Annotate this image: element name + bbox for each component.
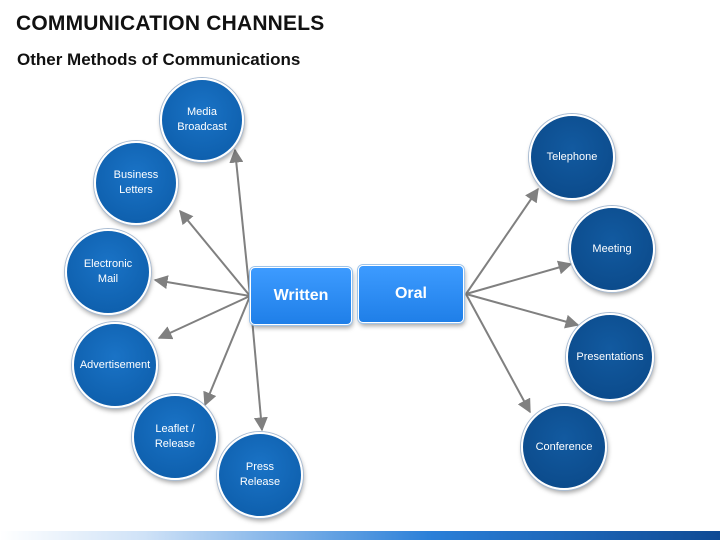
written-box: Written <box>250 267 352 325</box>
arrow-meeting <box>465 260 573 295</box>
page-title: COMMUNICATION CHANNELS <box>16 12 325 35</box>
press-release-circle: Press Release <box>217 432 303 518</box>
presentations-circle: Presentations <box>566 313 654 401</box>
arrow-advertisement <box>157 295 251 340</box>
conference-circle: Conference <box>521 404 607 490</box>
arrow-leaflet-release <box>203 295 251 407</box>
footer-gradient-bar <box>0 531 720 540</box>
advertisement-circle: Advertisement <box>72 322 158 408</box>
telephone-circle: Telephone <box>529 114 615 200</box>
arrow-electronic-mail <box>153 275 251 297</box>
electronic-mail-circle: Electronic Mail <box>65 229 151 315</box>
meeting-circle: Meeting <box>569 206 655 292</box>
leaflet-release-circle: Leaflet / Release <box>132 394 218 480</box>
arrow-conference <box>465 293 531 414</box>
page-subtitle: Other Methods of Communications <box>17 50 301 69</box>
media-broadcast-circle: Media Broadcast <box>160 78 244 162</box>
arrow-business-letters <box>179 209 251 297</box>
arrow-media-broadcast <box>229 148 251 297</box>
business-letters-circle: Business Letters <box>94 141 178 225</box>
arrow-presentations <box>465 293 580 329</box>
oral-box: Oral <box>358 265 464 323</box>
arrow-telephone <box>465 187 539 295</box>
